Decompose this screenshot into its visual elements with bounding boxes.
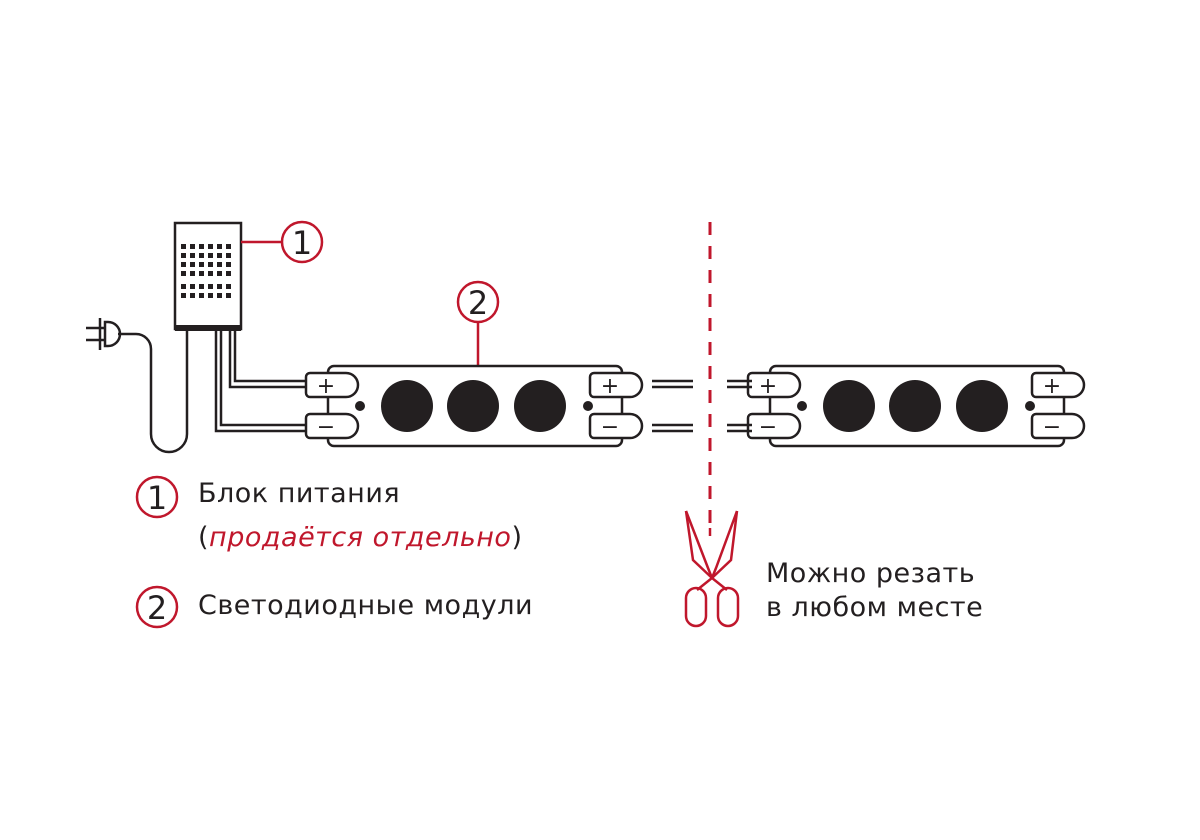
scissors-icon xyxy=(684,510,740,628)
plug-icon xyxy=(86,318,189,454)
plus-sign: + xyxy=(317,374,335,399)
led-3 xyxy=(514,380,566,432)
led-1 xyxy=(823,380,875,432)
connector-minus-right: − xyxy=(588,412,644,440)
cut-note-line2: в любом месте xyxy=(766,592,984,623)
connector-plus-left: + xyxy=(746,371,802,399)
paren-open: ( xyxy=(198,522,210,553)
callout-1-number: 1 xyxy=(292,224,312,262)
led-2 xyxy=(447,380,499,432)
legend-number-2: 2 xyxy=(147,589,167,627)
callout-2 xyxy=(456,280,500,366)
plus-sign: + xyxy=(759,374,777,399)
minus-sign: − xyxy=(601,415,619,440)
led-2 xyxy=(889,380,941,432)
legend-item-2-label: Светодиодные модули xyxy=(198,590,534,621)
psu-wires xyxy=(214,331,308,433)
legend-number-1: 1 xyxy=(147,479,167,517)
legend-item-1-label: Блок питания xyxy=(198,478,401,509)
connector-plus-right: + xyxy=(588,371,644,399)
plus-sign: + xyxy=(1043,374,1061,399)
sold-separately-note: продаётся отдельно xyxy=(209,522,512,553)
minus-sign: − xyxy=(317,415,335,440)
power-supply xyxy=(173,221,243,331)
connector-minus-right: − xyxy=(1030,412,1086,440)
connector-plus-right: + xyxy=(1030,371,1086,399)
callout-2-number: 2 xyxy=(468,284,488,322)
minus-sign: − xyxy=(759,415,777,440)
connector-minus-left: − xyxy=(304,412,360,440)
legend-circle-1 xyxy=(135,475,179,519)
legend-circle-2 xyxy=(135,585,179,629)
led-1 xyxy=(381,380,433,432)
led-3 xyxy=(956,380,1008,432)
connector-minus-left: − xyxy=(746,412,802,440)
legend-item-1-note: (продаётся отдельно) xyxy=(198,522,523,553)
paren-close: ) xyxy=(511,522,523,553)
plus-sign: + xyxy=(601,374,619,399)
cut-note-line1: Можно резать xyxy=(766,558,976,589)
led-module-1 xyxy=(326,364,624,448)
connector-plus-left: + xyxy=(304,371,360,399)
minus-sign: − xyxy=(1043,415,1061,440)
callout-1 xyxy=(241,220,324,264)
led-module-2 xyxy=(768,364,1066,448)
